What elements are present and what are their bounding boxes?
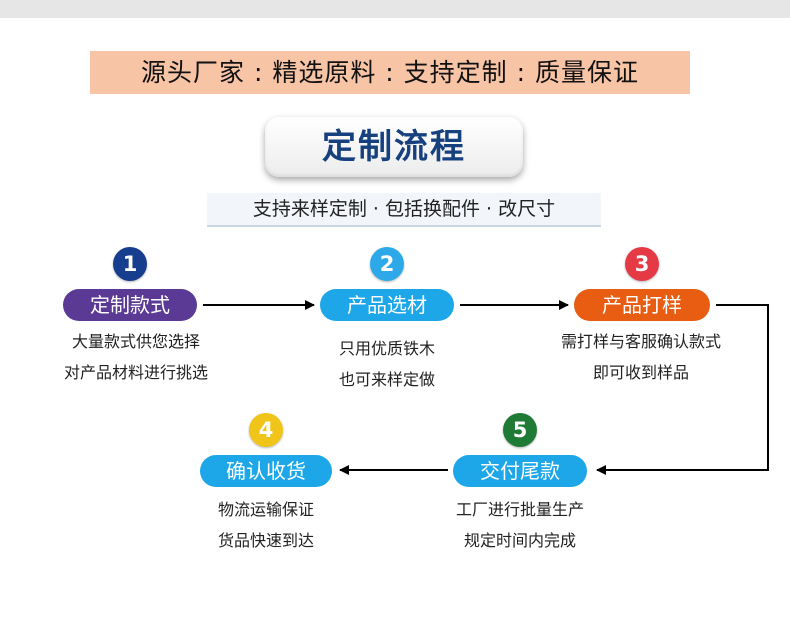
- step-3-description: 需打样与客服确认款式 即可收到样品: [526, 326, 756, 388]
- step-2-number-badge: 2: [370, 247, 404, 281]
- step-1-desc-line-2: 对产品材料进行挑选: [63, 363, 208, 382]
- step-4-number-badge: 4: [249, 413, 283, 447]
- step-1-label: 定制款式: [63, 289, 197, 321]
- step-2-desc-line-1: 只用优质铁木: [338, 339, 435, 358]
- step-3-desc-line-2: 即可收到样品: [592, 363, 689, 382]
- step-5-number-badge: 5: [503, 413, 537, 447]
- step-1-number-badge: 1: [113, 247, 147, 281]
- step-3-desc-line-1: 需打样与客服确认款式: [560, 332, 721, 351]
- step-4-description: 物流运输保证 货品快速到达: [151, 494, 381, 556]
- step-4-desc-line-2: 货品快速到达: [217, 531, 314, 550]
- page-title: 定制流程: [265, 117, 523, 177]
- arrow-3-to-5: [596, 304, 769, 475]
- subtitle: 支持来样定制 · 包括换配件 · 改尺寸: [207, 193, 601, 227]
- step-4-label: 确认收货: [200, 455, 332, 487]
- step-5-desc-line-2: 规定时间内完成: [463, 531, 576, 550]
- step-1-description: 大量款式供您选择 对产品材料进行挑选: [21, 326, 251, 388]
- step-3-label: 产品打样: [574, 289, 710, 321]
- step-5-desc-line-1: 工厂进行批量生产: [455, 500, 584, 519]
- step-5-description: 工厂进行批量生产 规定时间内完成: [405, 494, 635, 556]
- step-1-desc-line-1: 大量款式供您选择: [71, 332, 200, 351]
- step-4-desc-line-1: 物流运输保证: [217, 500, 314, 519]
- step-2-description: 只用优质铁木 也可来样定做: [272, 333, 502, 395]
- step-2-label: 产品选材: [320, 289, 454, 321]
- step-3-number-badge: 3: [625, 247, 659, 281]
- promo-banner: 源头厂家 : 精选原料 : 支持定制 : 质量保证: [90, 51, 690, 94]
- step-5-label: 交付尾款: [453, 455, 587, 487]
- step-2-desc-line-2: 也可来样定做: [338, 370, 435, 389]
- top-strip: [0, 0, 790, 18]
